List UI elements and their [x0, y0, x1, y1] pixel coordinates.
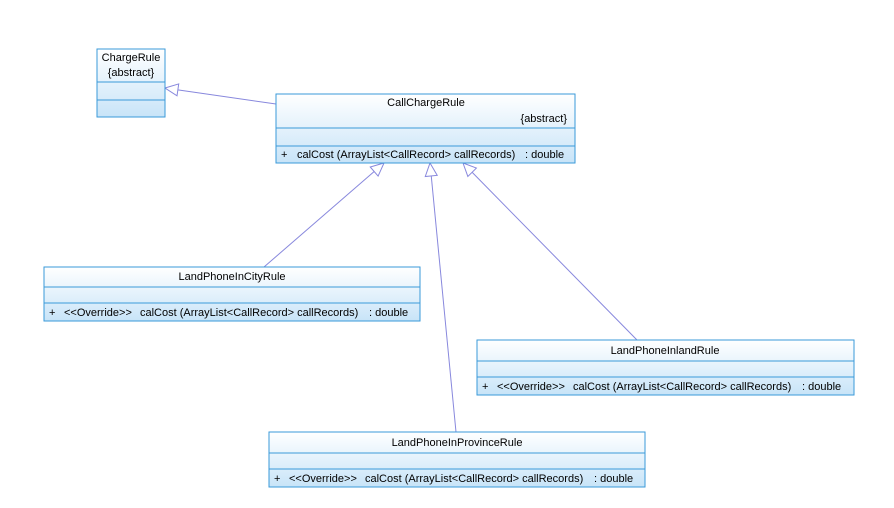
operation-visibility: + [281, 149, 287, 161]
operation-annotation: <<Override>> [289, 473, 357, 485]
stereotype-label: {abstract} [108, 67, 155, 79]
stereotype-label: {abstract} [521, 113, 568, 125]
operation-signature: calCost (ArrayList<CallRecord> callRecor… [140, 307, 358, 319]
operation-visibility: + [482, 381, 488, 393]
generalization-line [471, 171, 638, 341]
operation-signature: calCost (ArrayList<CallRecord> callRecor… [365, 473, 583, 485]
generalization-line [177, 89, 277, 105]
operation-signature: calCost (ArrayList<CallRecord> callRecor… [297, 149, 515, 161]
class-callchargerule[interactable]: CallChargeRule {abstract} + calCost (Arr… [275, 93, 576, 164]
class-landphoneinprovincerule[interactable]: LandPhoneInProvinceRule + <<Override>> c… [268, 431, 646, 488]
generalization-arrow [163, 83, 277, 105]
class-landphoneincityrule[interactable]: LandPhoneInCityRule + <<Override>> calCo… [43, 266, 421, 322]
generalization-arrow [424, 161, 457, 433]
operation-annotation: <<Override>> [64, 307, 132, 319]
generalization-arrow [263, 162, 385, 268]
generalization-arrow [462, 162, 638, 341]
class-name: LandPhoneInlandRule [611, 345, 720, 357]
hollow-triangle-arrowhead [462, 162, 478, 178]
operation-visibility: + [274, 473, 280, 485]
operation-visibility: + [49, 307, 55, 319]
operation-return-type: : double [525, 149, 564, 161]
generalization-line [263, 171, 375, 268]
generalization-line [430, 175, 457, 433]
class-landphoneinlandrule[interactable]: LandPhoneInlandRule + <<Override>> calCo… [476, 339, 855, 396]
class-name: ChargeRule [102, 52, 161, 64]
class-name: LandPhoneInProvinceRule [392, 437, 523, 449]
operation-return-type: : double [369, 307, 408, 319]
class-chargerule[interactable]: ChargeRule {abstract} [96, 48, 166, 118]
class-name: LandPhoneInCityRule [178, 271, 285, 283]
operation-signature: calCost (ArrayList<CallRecord> callRecor… [573, 381, 791, 393]
operation-annotation: <<Override>> [497, 381, 565, 393]
hollow-triangle-arrowhead [424, 161, 439, 178]
hollow-triangle-arrowhead [163, 83, 180, 97]
hollow-triangle-arrowhead [369, 162, 385, 177]
operation-return-type: : double [802, 381, 841, 393]
operation-return-type: : double [594, 473, 633, 485]
class-name: CallChargeRule [387, 97, 465, 109]
